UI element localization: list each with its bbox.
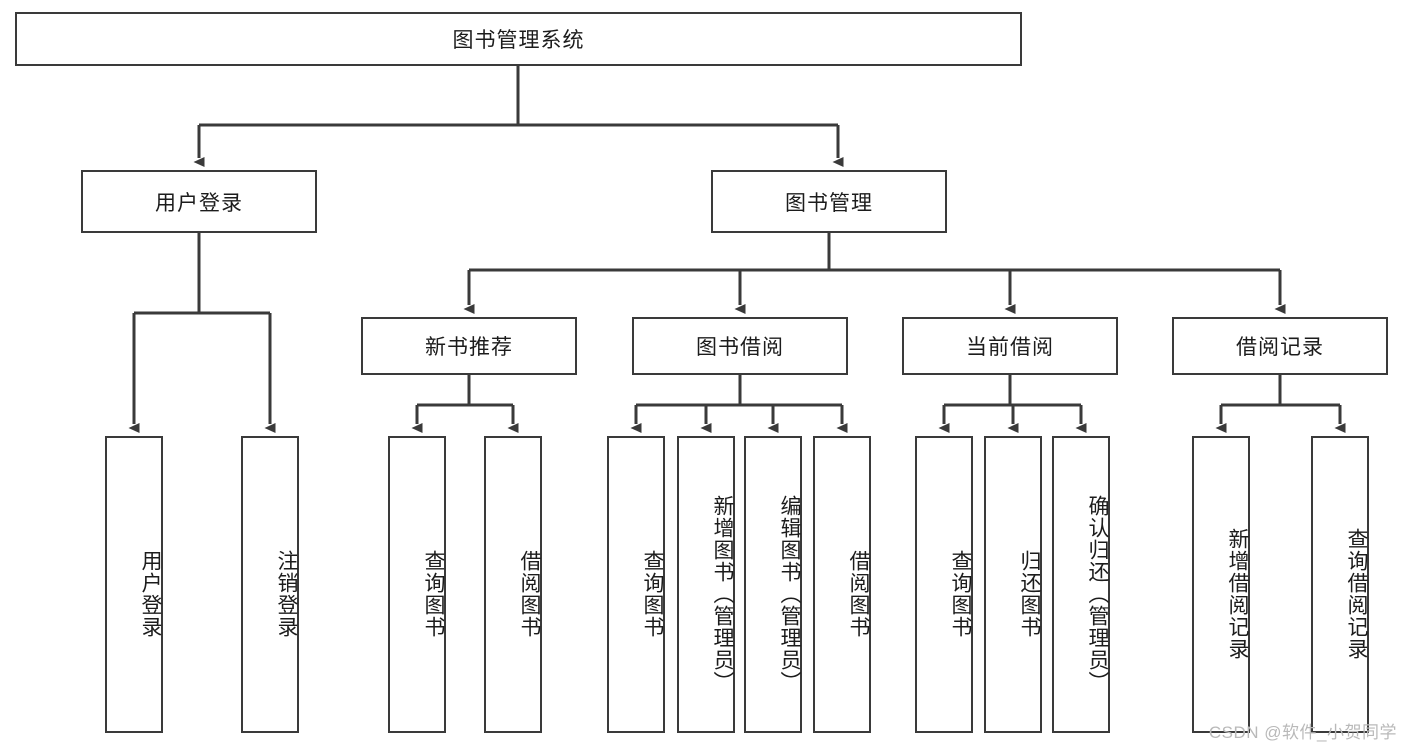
node-level2-1[interactable]: 图书借阅 — [632, 317, 848, 375]
watermark: CSDN @软件_小贺同学 — [1208, 723, 1397, 742]
node-leaf-4[interactable]: 查询图书 — [607, 436, 665, 733]
node-root[interactable]: 图书管理系统 — [15, 12, 1022, 66]
node-leaf-2[interactable]: 查询图书 — [388, 436, 446, 733]
node-leaf-6[interactable]: 编辑图书（管理员） — [744, 436, 802, 733]
node-leaf-1[interactable]: 注销登录 — [241, 436, 299, 733]
node-level2-2[interactable]: 当前借阅 — [902, 317, 1118, 375]
node-level2-0[interactable]: 新书推荐 — [361, 317, 577, 375]
node-leaf-11[interactable]: 新增借阅记录 — [1192, 436, 1250, 733]
node-level1-1[interactable]: 图书管理 — [711, 170, 947, 233]
node-leaf-12[interactable]: 查询借阅记录 — [1311, 436, 1369, 733]
node-leaf-5[interactable]: 新增图书（管理员） — [677, 436, 735, 733]
node-leaf-10[interactable]: 确认归还（管理员） — [1052, 436, 1110, 733]
node-leaf-7[interactable]: 借阅图书 — [813, 436, 871, 733]
node-leaf-3[interactable]: 借阅图书 — [484, 436, 542, 733]
node-leaf-0[interactable]: 用户登录 — [105, 436, 163, 733]
node-leaf-8[interactable]: 查询图书 — [915, 436, 973, 733]
node-leaf-9[interactable]: 归还图书 — [984, 436, 1042, 733]
node-level2-3[interactable]: 借阅记录 — [1172, 317, 1388, 375]
node-level1-0[interactable]: 用户登录 — [81, 170, 317, 233]
